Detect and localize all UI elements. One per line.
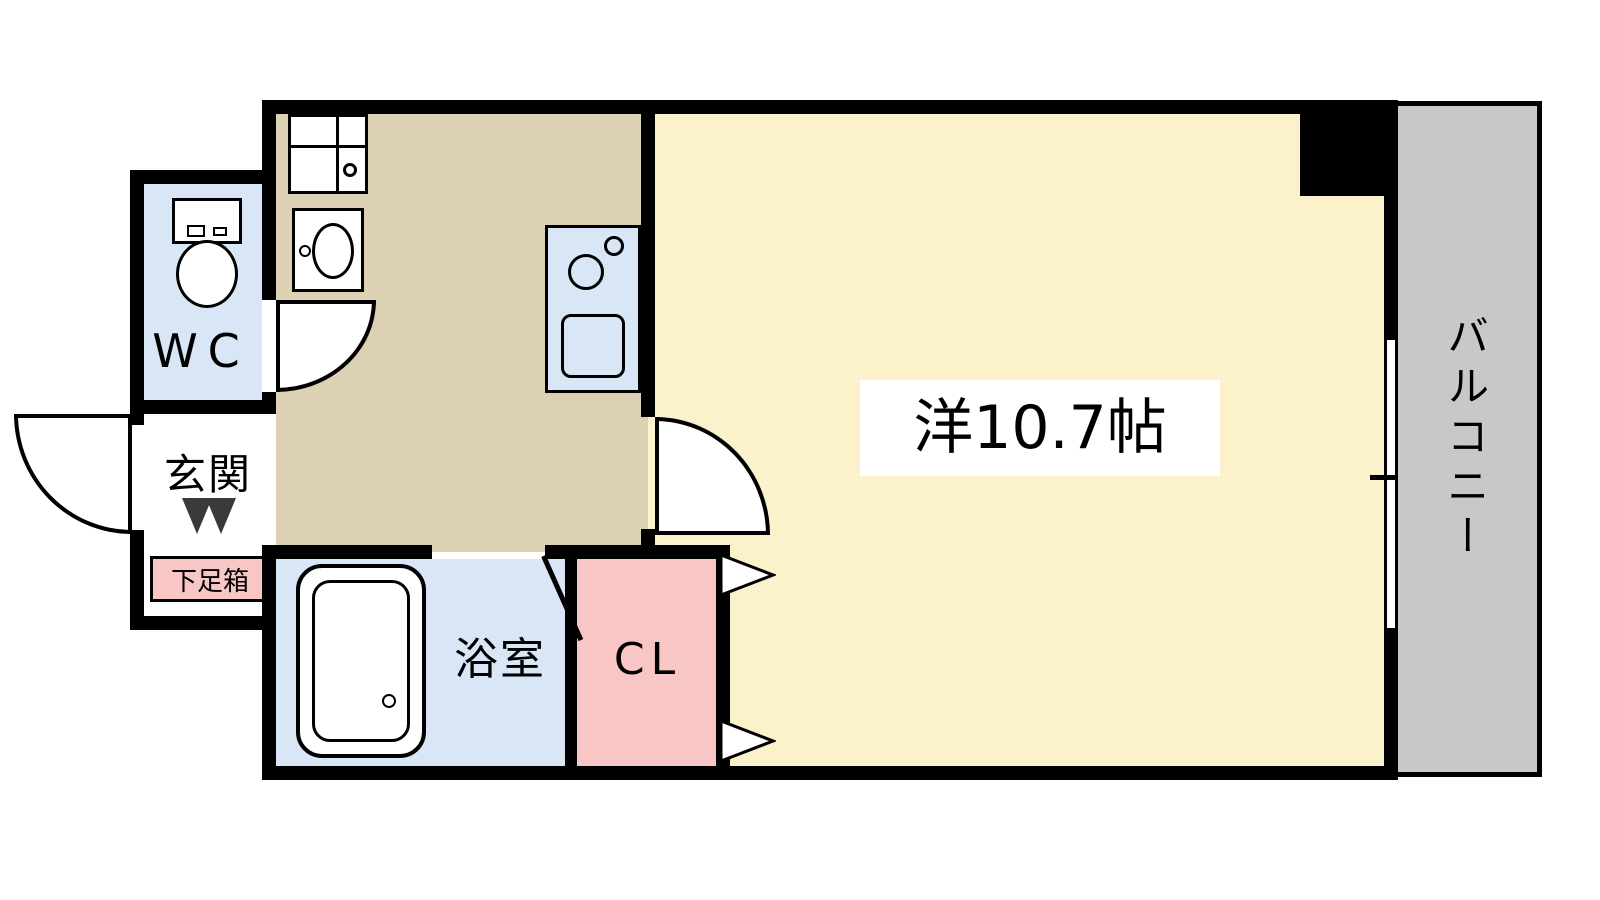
bathtub-inner (312, 580, 410, 742)
wall-left-upper (262, 100, 276, 185)
shoe-box: 下足箱 (150, 556, 270, 602)
balcony-label: バルコニー (1440, 314, 1490, 564)
kitchen-sink-unit (288, 114, 368, 194)
closet-door-mark-top (719, 552, 776, 598)
pillar-block (1300, 100, 1398, 196)
wc-label: WC (152, 324, 250, 378)
wash-basin (292, 208, 364, 292)
wall-wc-top (130, 170, 276, 184)
toilet-button-2 (213, 227, 227, 236)
wall-kitchen-main-lower (641, 529, 655, 545)
toilet-bowl (176, 240, 238, 308)
wall-bath-top-left (262, 545, 432, 559)
step-mark-triangle-right (206, 498, 236, 534)
closet-label: CL (613, 634, 682, 685)
bathtub-outer (296, 564, 426, 758)
wall-left-lower (262, 545, 276, 780)
entrance-door-swing-arc (14, 414, 132, 534)
burner-small-icon (604, 236, 624, 256)
balcony-window (1384, 340, 1398, 628)
wall-kitchen-main-upper (641, 100, 655, 417)
sink-divider-v (336, 117, 339, 191)
wall-wc-left-lower (130, 530, 144, 630)
wall-bottom (262, 766, 1398, 780)
wall-wc-left-upper (130, 170, 144, 425)
burner-large-icon (568, 254, 604, 290)
wall-bath-top-right (545, 545, 730, 559)
bathtub-drain-icon (382, 694, 396, 708)
entrance-step-mark (182, 498, 242, 538)
sink-divider-h (291, 145, 365, 148)
basin-drain-icon (299, 245, 311, 257)
main-room-label-box: 洋10.7帖 (860, 380, 1220, 476)
wall-right-lower (1384, 628, 1398, 780)
wall-wc-bottom (130, 616, 276, 630)
wall-wc-kitchen-upper (262, 184, 276, 300)
closet-door-mark-bottom (719, 718, 776, 764)
counter-sink-icon (561, 314, 625, 378)
balcony-room: バルコニー (1392, 101, 1542, 777)
bathroom-label: 浴室 (454, 634, 546, 685)
wall-top (262, 100, 1398, 114)
closet-room (577, 559, 716, 766)
wall-wc-entrance (138, 400, 276, 414)
shoe-box-label: 下足箱 (170, 566, 249, 597)
main-room-label: 洋10.7帖 (913, 393, 1167, 463)
entrance-label: 玄関 (163, 450, 252, 499)
stove-unit (545, 225, 641, 393)
toilet-button-1 (187, 225, 205, 237)
sink-faucet-icon (343, 163, 357, 177)
basin-bowl-icon (312, 223, 354, 279)
toilet-tank (172, 198, 242, 244)
window-center-tick (1370, 475, 1398, 480)
